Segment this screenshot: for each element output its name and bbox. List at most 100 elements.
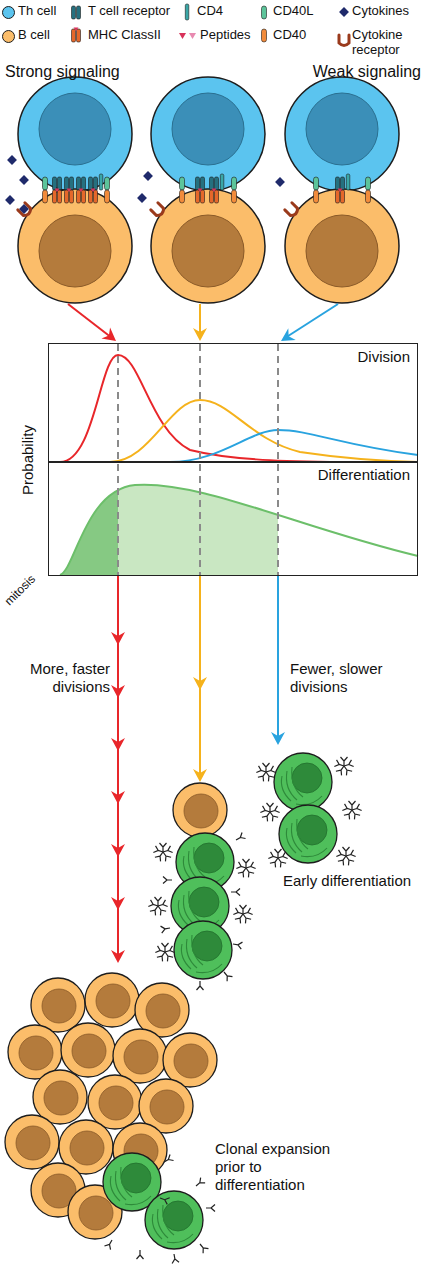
expansion-cluster-part [88,1075,142,1129]
expansion-cluster-part [113,1029,167,1083]
legend-label: Th cell [18,4,78,19]
annotation-label: Probability [19,410,37,510]
division-arrows-part [111,950,125,963]
receptor-molecules-part [220,174,224,190]
intermediate-cluster-part [234,832,245,843]
expansion-cluster-part [145,1191,203,1249]
cytokines-part [143,171,153,181]
receptor-molecules-part [232,177,237,203]
expansion-cluster-part [197,1242,208,1253]
receptor-molecules-part [89,177,98,203]
annotation-label: Early differentiation [283,872,424,890]
legend-swatch [2,6,15,19]
cytokines-part [5,195,15,205]
signal-arrows-part [193,328,207,341]
legend-icons-part [189,33,196,39]
intermediate-cluster-part [153,843,172,861]
signal-arrows-part [285,304,338,338]
legend-label: Peptides [200,28,260,43]
intermediate-cluster-part [148,897,167,915]
intermediate-cluster [148,783,255,990]
receptor-molecules-part [366,177,371,203]
early-cluster-part [336,847,355,865]
plot-curves-part [117,344,119,575]
panel-title: Division [357,348,410,366]
division-arrows-part [117,576,119,955]
receptor-molecules-part [99,174,103,190]
division-arrows-part [111,844,125,857]
division-arrows-part [199,576,201,775]
cytokines-part [19,204,29,214]
signal-arrows [68,304,338,347]
cell-pairs-part [18,189,132,303]
expansion-cluster-part [159,1195,170,1205]
annotation-label: mitosis [0,567,43,613]
panel-title: Differentiation [318,466,410,484]
division-arrows-part [111,791,125,804]
division-arrows-part [111,685,125,698]
division-arrows-part [111,897,125,910]
division-arrows-part [111,632,125,645]
expansion-cluster-part [171,1253,179,1263]
cell-pairs-part [285,77,399,191]
cytokines-part [19,175,29,185]
legend-icons-part [339,7,349,17]
legend-label: Cytokine receptor [352,28,418,58]
receptor-molecules-part [180,177,185,203]
early-cluster-part [279,805,337,863]
cytokines-part [18,203,32,217]
expansion-cluster-part [5,1115,59,1169]
receptor-molecules-part [336,177,345,203]
cytokines-part [137,193,147,203]
annotation-label: Weak signaling [270,62,421,81]
plot-curves-part [277,344,279,575]
legend-icons-part [339,35,349,46]
signal-arrows-part [277,328,295,347]
legend-icons-part [72,6,81,19]
expansion-cluster-part [61,1023,115,1077]
legend-label: CD40L [273,4,335,19]
receptor-molecules-part [210,177,219,203]
early-cluster-part [256,763,275,781]
legend-icons-part [262,6,267,19]
legend-label: T cell receptor [88,4,183,19]
plot-curves-part [118,485,278,575]
legend-label: MHC ClassII [88,28,180,43]
early-cluster-part [268,849,287,867]
receptor-molecules-part [314,177,319,203]
division-arrows-part [193,769,207,782]
intermediate-cluster-part [231,889,240,896]
intermediate-cluster-part [221,970,232,981]
legend-label: CD40 [273,28,335,43]
legend-label: B cell [18,28,78,43]
receptor-molecules-part [43,177,48,203]
signal-arrows-part [68,304,112,338]
legend-label: CD4 [197,4,252,19]
division-arrows [111,576,285,963]
division-arrows-part [271,732,285,745]
receptor-molecules-part [77,177,86,203]
annotation-label: Fewer, slower divisions [290,660,405,696]
division-arrows-part [111,738,125,751]
expansion-cluster [5,973,217,1263]
intermediate-cluster-part [233,905,252,923]
cytokines-part [7,155,17,165]
plot-curves [60,344,418,575]
annotation-label: Strong signaling [5,62,155,81]
plot-curves-part [60,485,118,575]
signal-arrows-part [199,304,201,336]
annotation-label: More, faster divisions [5,660,110,696]
intermediate-cluster-part [174,921,232,979]
cytokines [5,155,299,217]
plot-curves-part [199,344,201,575]
plot-curves-part [60,485,418,575]
division-arrows-part [277,576,279,738]
plot-curves-part [170,430,418,462]
intermediate-cluster-part [232,941,242,949]
receptor-molecules-part [196,177,205,203]
cytokines-part [275,177,285,187]
cell-pairs-part [285,189,399,303]
intermediate-cluster-part [173,783,227,837]
